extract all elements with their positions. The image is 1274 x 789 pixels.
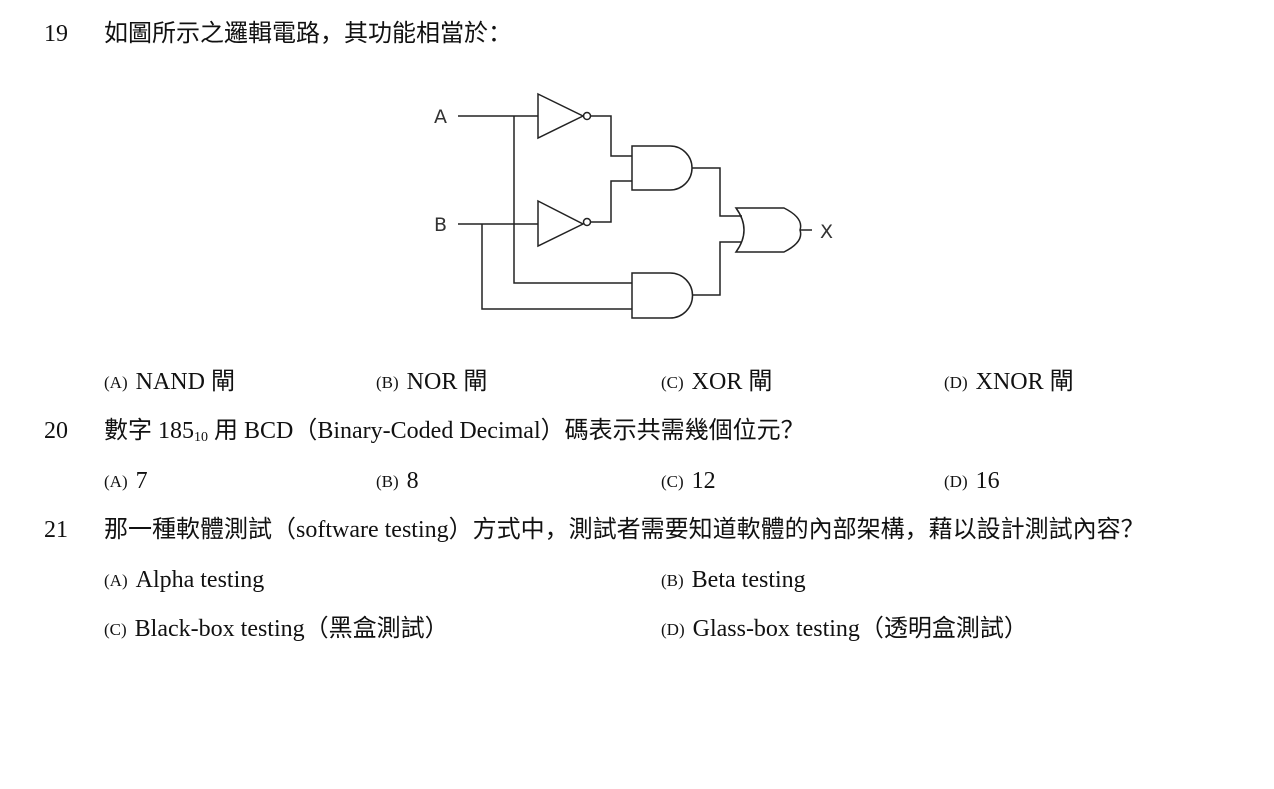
question-19-number: 19 (44, 21, 68, 47)
q19-option-b-text: NOR 閘 (406, 369, 488, 395)
question-21-number: 21 (44, 517, 68, 543)
q20-option-c[interactable]: (C) 12 (661, 467, 716, 497)
q19-option-b[interactable]: (B) NOR 閘 (376, 368, 487, 398)
q19-option-c-text: XOR 閘 (691, 369, 773, 395)
input-b-label: B (434, 214, 447, 236)
q19-option-a-label: (A) (104, 373, 128, 392)
or-gate (734, 207, 802, 253)
question-21-text: 那一種軟體測試（software testing）方式中，測試者需要知道軟體的內… (104, 517, 1145, 543)
q19-option-a[interactable]: (A) NAND 閘 (104, 368, 235, 398)
q21-option-d-text: Glass-box testing（透明盒測試） (692, 616, 1028, 642)
question-19-text: 如圖所示之邏輯電路，其功能相當於： (104, 21, 512, 47)
q21-option-a-text: Alpha testing (135, 567, 265, 593)
q21-option-a[interactable]: (A) Alpha testing (104, 566, 264, 596)
q21-option-c-label: (C) (104, 620, 127, 639)
wire-notb (591, 180, 632, 223)
q20-option-b-label: (B) (376, 472, 399, 491)
not-bubble-top (582, 111, 592, 121)
wire-nota (591, 115, 632, 157)
q21-option-b[interactable]: (B) Beta testing (661, 566, 806, 596)
and-gate-upper (631, 145, 693, 191)
q21-option-d[interactable]: (D) Glass-box testing（透明盒測試） (661, 615, 1028, 645)
q21-option-d-label: (D) (661, 620, 685, 639)
question-20-number: 20 (44, 418, 68, 444)
question-20-subscript: 10 (194, 430, 208, 445)
output-x-label: X (820, 221, 833, 243)
q21-option-a-label: (A) (104, 571, 128, 590)
wire-and-upper-out (692, 167, 742, 217)
and-gate-lower (631, 272, 694, 319)
not-bubble-bottom (582, 217, 592, 227)
q20-option-d-text: 16 (975, 468, 1000, 494)
q20-option-d-label: (D) (944, 472, 968, 491)
q19-option-d-text: XNOR 閘 (975, 369, 1074, 395)
logic-circuit-diagram: A B X (434, 92, 833, 319)
q21-option-b-label: (B) (661, 571, 684, 590)
wire-and-lower-out (692, 241, 742, 296)
q20-option-c-text: 12 (691, 468, 716, 494)
q19-option-c-label: (C) (661, 373, 684, 392)
q20-option-a-label: (A) (104, 472, 128, 491)
q21-option-c-text: Black-box testing（黑盒測試） (134, 616, 449, 642)
q20-option-b[interactable]: (B) 8 (376, 467, 419, 497)
q20-option-a[interactable]: (A) 7 (104, 467, 148, 497)
not-gate-top (537, 92, 585, 140)
q19-option-d-label: (D) (944, 373, 968, 392)
q21-option-c[interactable]: (C) Black-box testing（黑盒測試） (104, 615, 449, 645)
q20-option-d[interactable]: (D) 16 (944, 467, 1000, 497)
question-20-text: 數字 18510 用 BCD（Binary-Coded Decimal）碼表示共… (104, 417, 805, 449)
question-20-text-after: 用 BCD（Binary-Coded Decimal）碼表示共需幾個位元？ (208, 418, 805, 444)
wire-b-down (481, 224, 632, 310)
not-gate-bottom (537, 199, 585, 248)
q19-option-a-text: NAND 閘 (135, 369, 235, 395)
wire-a-branch (513, 116, 632, 284)
q20-option-c-label: (C) (661, 472, 684, 491)
input-a-label: A (434, 106, 447, 128)
q21-option-b-text: Beta testing (691, 567, 806, 593)
q19-option-c[interactable]: (C) XOR 閘 (661, 368, 772, 398)
question-20-text-before: 數字 185 (104, 418, 194, 444)
q20-option-b-text: 8 (406, 468, 419, 494)
q19-option-b-label: (B) (376, 373, 399, 392)
q20-option-a-text: 7 (135, 468, 148, 494)
q19-option-d[interactable]: (D) XNOR 閘 (944, 368, 1074, 398)
